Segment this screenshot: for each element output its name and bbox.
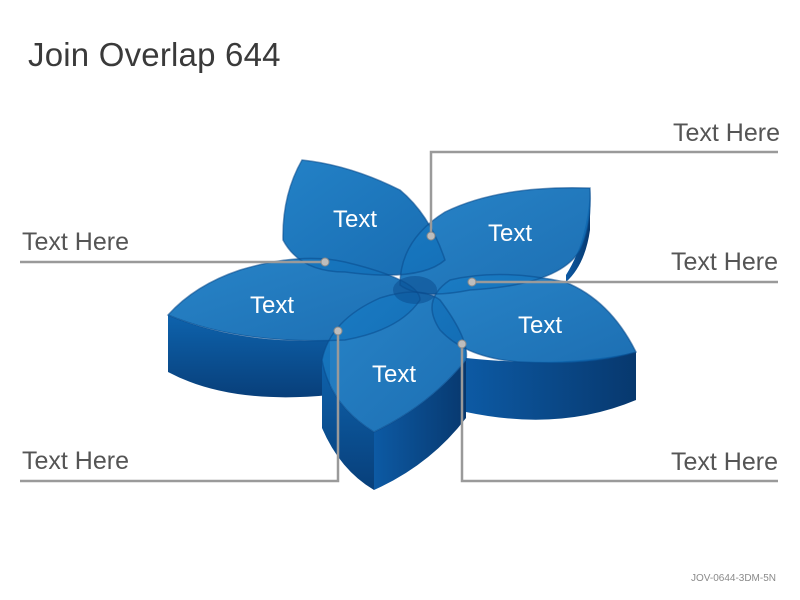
callout-bottom-right: Text Here bbox=[671, 448, 778, 476]
callout-top-right: Text Here bbox=[673, 119, 780, 147]
petal-side-bottom bbox=[322, 360, 374, 490]
leader-line-bottom-left bbox=[20, 331, 340, 483]
petal-top-upper-right bbox=[400, 187, 591, 294]
callout-mid-right: Text Here bbox=[671, 248, 778, 276]
leader-dot bbox=[320, 257, 330, 267]
leader-dot bbox=[426, 231, 436, 241]
callout-bottom-left: Text Here bbox=[22, 447, 129, 475]
petal-side-left bbox=[168, 315, 330, 398]
center-overlap bbox=[393, 276, 437, 304]
petal-label-right: Text bbox=[518, 312, 562, 339]
leader-dot bbox=[333, 326, 343, 336]
petal-top-upper bbox=[282, 160, 445, 276]
petal-sides bbox=[168, 188, 636, 490]
petal-tops bbox=[168, 160, 636, 432]
petal-label-upper-right: Text bbox=[488, 220, 532, 247]
page-title: Join Overlap 644 bbox=[28, 36, 281, 73]
leader-lines bbox=[20, 150, 778, 483]
callout-upper-left: Text Here bbox=[22, 228, 129, 256]
leader-dots bbox=[320, 231, 477, 349]
footer-code: JOV-0644-3DM-5N bbox=[690, 573, 776, 584]
petal-label-bottom: Text bbox=[372, 361, 416, 388]
petal-top-bottom bbox=[322, 291, 467, 432]
leader-line-bottom-right bbox=[460, 344, 778, 483]
petal-top-right bbox=[432, 274, 636, 363]
leader-dot bbox=[457, 339, 467, 349]
petal-side-bottom-right bbox=[374, 360, 466, 490]
leader-line-top-right bbox=[429, 150, 778, 236]
leader-dot bbox=[467, 277, 477, 287]
petal-side-right bbox=[466, 352, 636, 420]
petal-label-upper: Text bbox=[333, 206, 377, 233]
petal-label-left: Text bbox=[250, 292, 294, 319]
